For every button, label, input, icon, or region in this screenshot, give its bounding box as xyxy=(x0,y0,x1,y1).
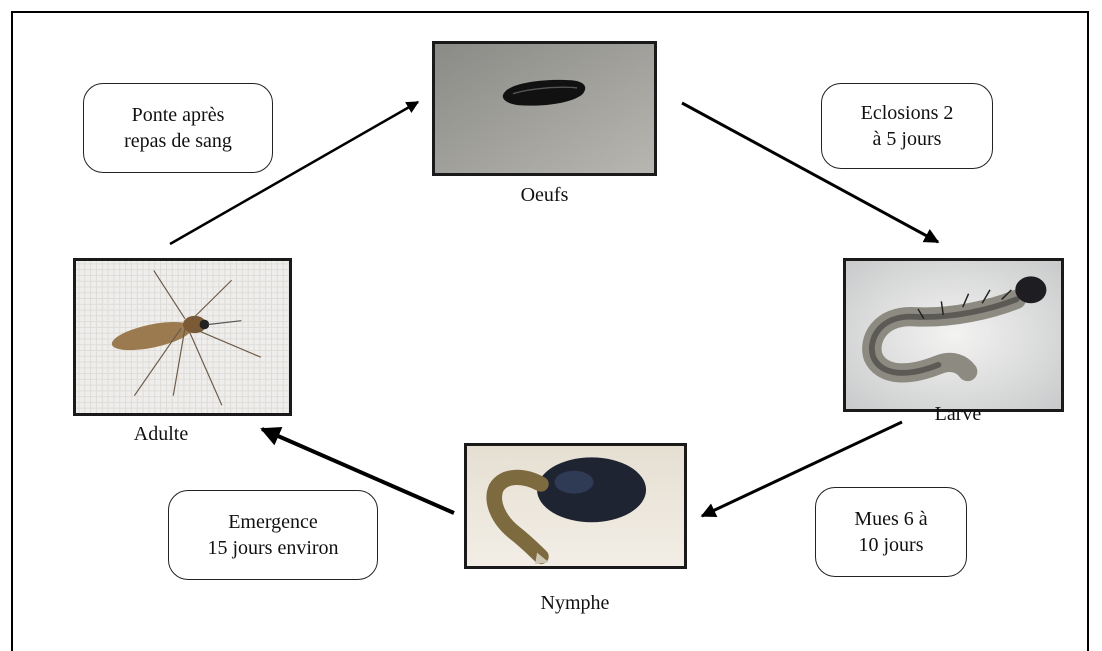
arrow-pupa-to-adult xyxy=(260,427,455,515)
adult-photo xyxy=(73,258,292,416)
larva-label: Larve xyxy=(934,403,982,425)
callout-line1: Mues 6 à xyxy=(854,508,928,530)
arrow-eggs-to-larva xyxy=(681,101,940,244)
callout-line1: Emergence xyxy=(228,511,318,533)
eggs-photo xyxy=(432,41,657,176)
callout-line2: à 5 jours xyxy=(872,128,942,150)
callout-line1: Eclosions 2 xyxy=(860,102,954,124)
arrow-larva-to-pupa xyxy=(700,420,903,518)
larva-photo xyxy=(843,258,1064,412)
callout-pupa-to-adult: Emergence 15 jours environ xyxy=(168,490,378,580)
eggs-label: Oeufs xyxy=(520,184,569,206)
callout-line2: 15 jours environ xyxy=(207,537,339,559)
callout-line2: 10 jours xyxy=(858,534,924,556)
pupa-photo xyxy=(464,443,687,569)
diagram-frame xyxy=(11,11,1089,651)
callout-adult-to-eggs: Ponte après repas de sang xyxy=(83,83,273,173)
adult-label: Adulte xyxy=(133,423,189,445)
callout-line2: repas de sang xyxy=(124,130,232,152)
callout-eggs-to-larva: Eclosions 2 à 5 jours xyxy=(821,83,993,169)
pupa-label: Nymphe xyxy=(540,592,610,614)
arrow-adult-to-eggs xyxy=(169,100,420,246)
callout-line1: Ponte après xyxy=(131,104,225,126)
callout-larva-to-pupa: Mues 6 à 10 jours xyxy=(815,487,967,577)
